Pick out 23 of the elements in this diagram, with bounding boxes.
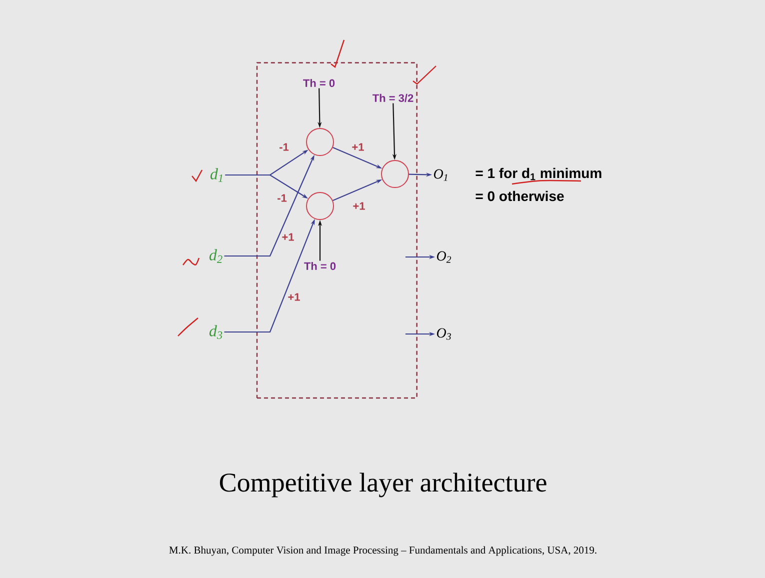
caption: Competitive layer architecture (220, 472, 546, 498)
edge-label: -1 (280, 143, 289, 151)
neuron-circle (306, 128, 334, 156)
result-text: = 0 otherwise (476, 190, 564, 202)
output-label: O$_{2}$ (436, 251, 452, 263)
input-label: d$_{3}$ (209, 325, 222, 339)
input-label: d$_{1}$ (210, 168, 222, 182)
output-label: O$_{1}$ (434, 169, 448, 181)
neuron-circle (381, 160, 409, 188)
citation-text: M.K. Bhuyan, Computer Vision and Image Processing – Fundamentals and Applications, USA, 2019. (169, 546, 596, 556)
neuron-circle (306, 192, 334, 220)
edge-label: +1 (352, 143, 364, 151)
input-label: d$_{2}$ (209, 249, 222, 263)
edge-label: +1 (282, 233, 294, 241)
threshold-label: Th = 0 (304, 262, 336, 270)
edge-label: +1 (288, 293, 300, 301)
threshold-label: Th = 3/2 (372, 94, 414, 102)
threshold-label: Th = 0 (303, 78, 335, 88)
edge-label: +1 (353, 202, 365, 210)
output-label: O$_{3}$ (436, 328, 451, 340)
result-text: = 1 for d$_{1}$ minimum (476, 168, 602, 180)
edge-label: -1 (278, 194, 287, 202)
dashed-layer-box (256, 62, 418, 399)
